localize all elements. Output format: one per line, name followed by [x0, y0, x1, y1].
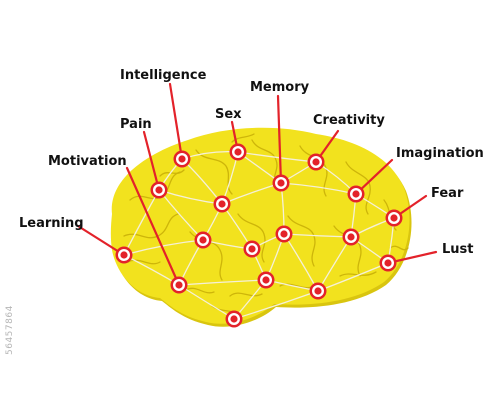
node-inner-2: [194, 231, 212, 249]
pointer-intelligence: [168, 82, 184, 161]
node-lust: [379, 254, 397, 272]
pointer-motivation: [125, 166, 181, 287]
nodes: [115, 143, 403, 328]
label-memory: Memory: [250, 80, 310, 95]
node-learning: [115, 246, 133, 264]
label-pain: Pain: [120, 117, 152, 132]
node-intelligence: [173, 150, 191, 168]
label-fear: Fear: [431, 186, 464, 201]
brain-shape: [110, 127, 412, 327]
brain-body: [110, 127, 410, 324]
side-id-text: 56457864: [5, 305, 15, 355]
node-inner-5: [342, 228, 360, 246]
pointer-learning: [76, 224, 126, 257]
label-motivation: Motivation: [48, 154, 127, 169]
node-memory: [272, 174, 290, 192]
label-sex: Sex: [215, 107, 242, 122]
labels: Intelligence Memory Pain Sex Creativity …: [19, 68, 484, 257]
label-creativity: Creativity: [313, 113, 385, 128]
node-creativity: [307, 153, 325, 171]
pointer-pain: [142, 130, 161, 192]
node-inner-7: [309, 282, 327, 300]
node-sex: [229, 143, 247, 161]
label-lust: Lust: [442, 242, 474, 257]
node-inner-6: [257, 271, 275, 289]
node-inner-1: [213, 195, 231, 213]
node-inner-3: [243, 240, 261, 258]
node-inner-8: [225, 310, 243, 328]
label-intelligence: Intelligence: [120, 68, 207, 83]
pointer-memory: [276, 94, 283, 185]
node-motivation: [170, 276, 188, 294]
node-inner-4: [275, 225, 293, 243]
label-learning: Learning: [19, 216, 84, 231]
node-imagination: [347, 185, 365, 203]
label-imagination: Imagination: [396, 146, 484, 161]
node-pain: [150, 181, 168, 199]
node-fear: [385, 209, 403, 227]
